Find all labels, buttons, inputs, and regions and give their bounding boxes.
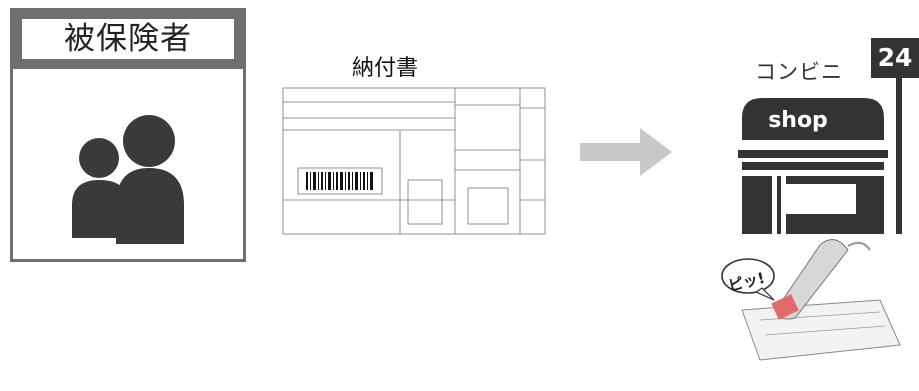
speech-bubble [721, 258, 775, 294]
barcode [306, 172, 373, 190]
pole-sign-number: 24 [871, 38, 919, 78]
store-label: コンビニ [755, 60, 843, 84]
flow-arrow [580, 128, 672, 176]
payment-slip-sketch [282, 87, 546, 235]
store-icon [738, 78, 902, 234]
insured-header-bar: 被保険者 [13, 11, 243, 69]
people-icon [72, 115, 184, 244]
payment-slip-title: 納付書 [351, 56, 418, 81]
store-sign-text: shop [768, 108, 828, 133]
insured-person-card: 被保険者 [10, 8, 246, 262]
barcode-box [297, 167, 383, 195]
barcode-scanner-icon [741, 239, 901, 361]
speech-bubble-tail [754, 287, 775, 301]
insured-label: 被保険者 [22, 19, 234, 59]
